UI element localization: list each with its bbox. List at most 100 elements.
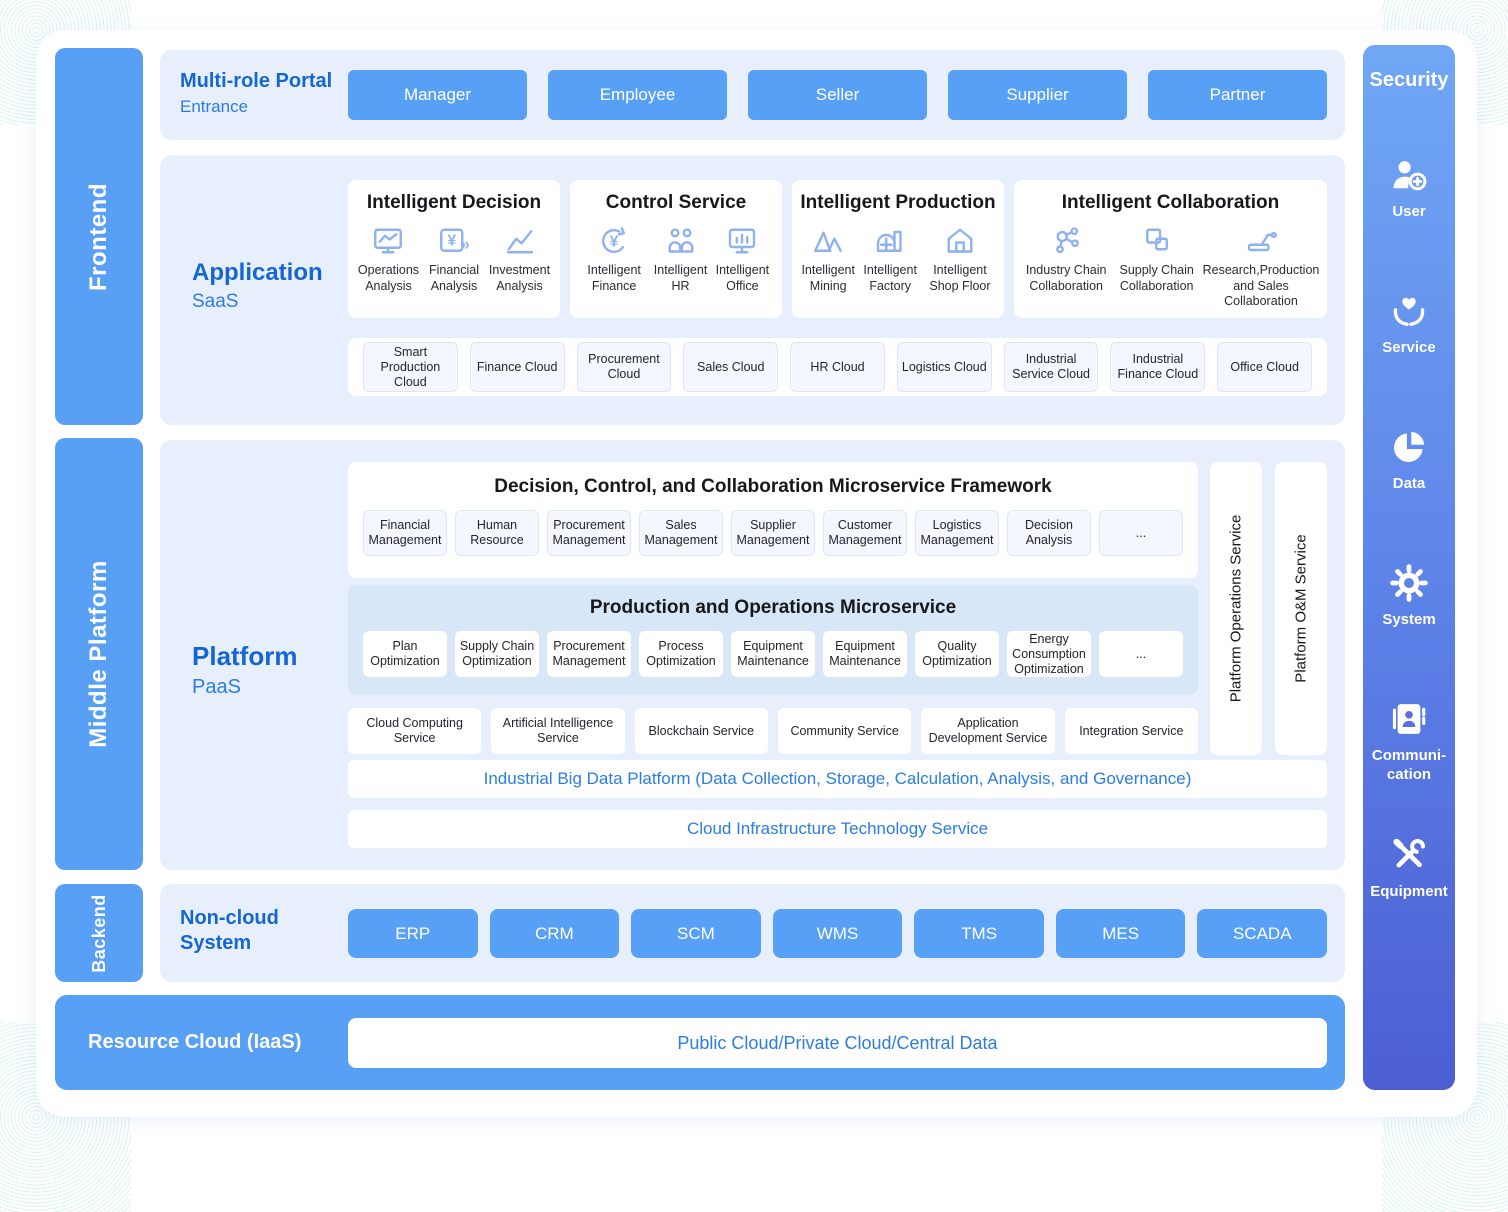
system-icon: [1388, 562, 1430, 604]
card-intelligent-production: Intelligent Production Intelligent Minin…: [792, 180, 1004, 318]
framework-chip: Customer Management: [823, 510, 907, 556]
security-item-label: User: [1392, 203, 1426, 220]
cloud-chip: Logistics Cloud: [896, 342, 992, 392]
production-title: Production and Operations Microservice: [589, 597, 957, 618]
production-panel: Production and Operations Microservice P…: [348, 585, 1198, 695]
security-item[interactable]: Data: [1388, 426, 1430, 562]
service-icon: [1388, 290, 1430, 332]
production-chip: ...: [1099, 631, 1183, 677]
production-chip: Process Optimization: [639, 631, 723, 677]
cloud-chip: Finance Cloud: [469, 342, 565, 392]
security-item[interactable]: User: [1388, 154, 1430, 290]
financial-analysis-icon: ¥»: [436, 222, 472, 260]
portal-heading: Multi-role Portal Entrance: [180, 69, 332, 117]
card-item-label: Intelligent Finance: [587, 263, 641, 293]
rail-backend: Backend: [55, 884, 143, 982]
intelligent-factory-icon: [872, 222, 908, 260]
section-resource-cloud-iaas: Resource Cloud (IaaS) Public Cloud/Priva…: [55, 995, 1345, 1090]
card-items: Operations Analysis ¥» Financial Analysi…: [354, 222, 554, 310]
platform-om-service-bar: Platform O&M Service: [1275, 462, 1327, 755]
production-chip: Supply Chain Optimization: [455, 631, 539, 677]
role-button[interactable]: Manager: [348, 70, 527, 120]
framework-title: Decision, Control, and Collaboration Mic…: [494, 476, 1052, 497]
system-button[interactable]: SCM: [631, 909, 761, 958]
noncloud-system-buttons: ERP CRM SCM WMS TMS MES SCADA: [348, 909, 1328, 958]
card-item-label: Investment Analysis: [488, 263, 551, 293]
investment-analysis-icon: [502, 222, 538, 260]
role-button[interactable]: Seller: [748, 70, 927, 120]
card-item: Operations Analysis: [354, 222, 423, 310]
framework-chip: Financial Management: [363, 510, 447, 556]
service-chip: Integration Service: [1064, 708, 1198, 754]
user-icon: [1388, 154, 1430, 196]
card-item-label: Financial Analysis: [428, 263, 480, 293]
rail-frontend: Frontend: [55, 48, 143, 425]
portal-title: Multi-role Portal: [180, 70, 333, 92]
portal-subtitle: Entrance: [180, 97, 249, 116]
framework-chip: Decision Analysis: [1007, 510, 1091, 556]
system-button[interactable]: SCADA: [1197, 909, 1328, 958]
data-icon: [1388, 426, 1430, 468]
cloud-chip: HR Cloud: [790, 342, 885, 392]
intelligent-hr-icon: [663, 222, 699, 260]
card-item-label: Intelligent Shop Floor: [929, 263, 991, 293]
system-button[interactable]: MES: [1055, 909, 1186, 958]
supply-chain-collaboration-icon: [1139, 222, 1175, 260]
card-title: Intelligent Production: [800, 192, 996, 213]
service-chip: Cloud Computing Service: [348, 708, 482, 754]
production-chip: Energy Consumption Optimization: [1007, 631, 1091, 677]
platform-om-service-label: Platform O&M Service: [1292, 534, 1310, 683]
framework-chip: Sales Management: [639, 510, 723, 556]
role-button[interactable]: Partner: [1148, 70, 1327, 120]
platform-operations-service-bar: Platform Operations Service: [1210, 462, 1262, 755]
portal-role-buttons: Manager Employee Seller Supplier Partner: [348, 70, 1327, 120]
production-chip: Procurement Management: [547, 631, 631, 677]
svg-text:¥: ¥: [447, 233, 456, 250]
intelligent-office-icon: [724, 222, 760, 260]
card-title: Intelligent Collaboration: [1061, 192, 1280, 213]
noncloud-title: Non-cloud System: [180, 907, 279, 954]
card-item-label: Intelligent Factory: [863, 263, 917, 293]
security-item[interactable]: Communi-cation: [1366, 698, 1452, 834]
card-item-label: Operations Analysis: [357, 263, 420, 293]
cloud-chip: Smart Production Cloud: [363, 342, 458, 392]
system-button[interactable]: CRM: [489, 909, 620, 958]
security-item-label: System: [1382, 611, 1436, 628]
security-item-label: Data: [1392, 475, 1426, 492]
intelligent-shop-floor-icon: [942, 222, 978, 260]
security-item-label: Service: [1382, 339, 1436, 356]
card-item-label: Supply Chain Collaboration: [1119, 263, 1194, 293]
operations-analysis-icon: [370, 222, 406, 260]
rail-middle-platform: Middle Platform: [55, 438, 143, 870]
industry-chain-collaboration-icon: [1048, 222, 1084, 260]
framework-chip: Logistics Management: [915, 510, 999, 556]
security-item[interactable]: Equipment: [1370, 834, 1448, 970]
security-item[interactable]: System: [1382, 562, 1436, 698]
system-button[interactable]: WMS: [772, 909, 903, 958]
cloud-chip: Procurement Cloud: [576, 342, 672, 392]
security-item-label: Equipment: [1370, 883, 1448, 900]
card-control-service: Control Service ¥ Intelligent Finance In…: [570, 180, 782, 318]
card-items: ¥ Intelligent Finance Intelligent HR Int…: [576, 222, 776, 310]
industrial-big-data-bar: Industrial Big Data Platform (Data Colle…: [348, 760, 1327, 798]
card-item-label: Industry Chain Collaboration: [1025, 263, 1107, 293]
card-item: Industry Chain Collaboration: [1020, 222, 1112, 310]
role-button[interactable]: Supplier: [948, 70, 1127, 120]
service-chip: Community Service: [777, 708, 912, 754]
framework-panel: Decision, Control, and Collaboration Mic…: [348, 462, 1198, 578]
system-button[interactable]: ERP: [348, 909, 478, 958]
application-cards: Intelligent Decision Operations Analysis…: [348, 180, 1327, 318]
service-chip: Application Development Service: [921, 708, 1055, 754]
cloud-chip: Industrial Finance Cloud: [1110, 342, 1206, 392]
section-platform-paas: Platform PaaS Decision, Control, and Col…: [160, 440, 1345, 870]
application-heading: Application SaaS: [192, 258, 323, 313]
system-button[interactable]: TMS: [914, 909, 1044, 958]
card-items: Industry Chain Collaboration Supply Chai…: [1020, 222, 1321, 310]
security-item[interactable]: Service: [1382, 290, 1436, 426]
cloud-infrastructure-bar: Cloud Infrastructure Technology Service: [348, 810, 1327, 848]
card-title: Control Service: [605, 192, 747, 213]
role-button[interactable]: Employee: [548, 70, 727, 120]
security-title: Security: [1369, 69, 1449, 91]
application-title: Application: [192, 259, 323, 286]
card-item: Research,Production and Sales Collaborat…: [1201, 222, 1321, 310]
